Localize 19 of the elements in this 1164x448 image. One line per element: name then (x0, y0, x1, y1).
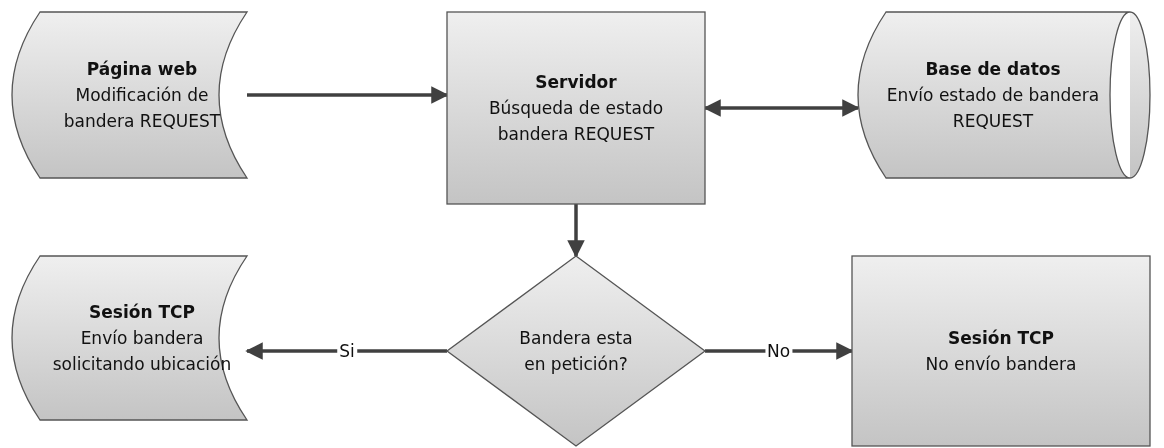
decision-diamond (447, 256, 705, 446)
node-text: Bandera esta en petición? (518, 327, 634, 376)
node-heading: Página web (86, 58, 198, 81)
node-text: Envío bandera solicitando ubicación (52, 327, 232, 376)
process-box (447, 12, 705, 204)
node-text: Modificación de bandera REQUEST (62, 84, 222, 133)
arrow (245, 342, 447, 360)
stored-data-shape (12, 256, 247, 420)
process-box (852, 256, 1150, 446)
arrow (567, 204, 585, 258)
node-heading: Base de datos (925, 58, 1061, 81)
node-text: No envío bandera (925, 353, 1077, 376)
database-shape (858, 12, 1150, 178)
node-heading: Sesión TCP (948, 327, 1054, 350)
stored-data-shape (12, 12, 247, 178)
node-text: Búsqueda de estado bandera REQUEST (487, 97, 665, 146)
node-text: Envío estado de bandera REQUEST (885, 84, 1101, 133)
node-heading: Sesión TCP (89, 301, 195, 324)
node-heading: Servidor (535, 71, 617, 94)
